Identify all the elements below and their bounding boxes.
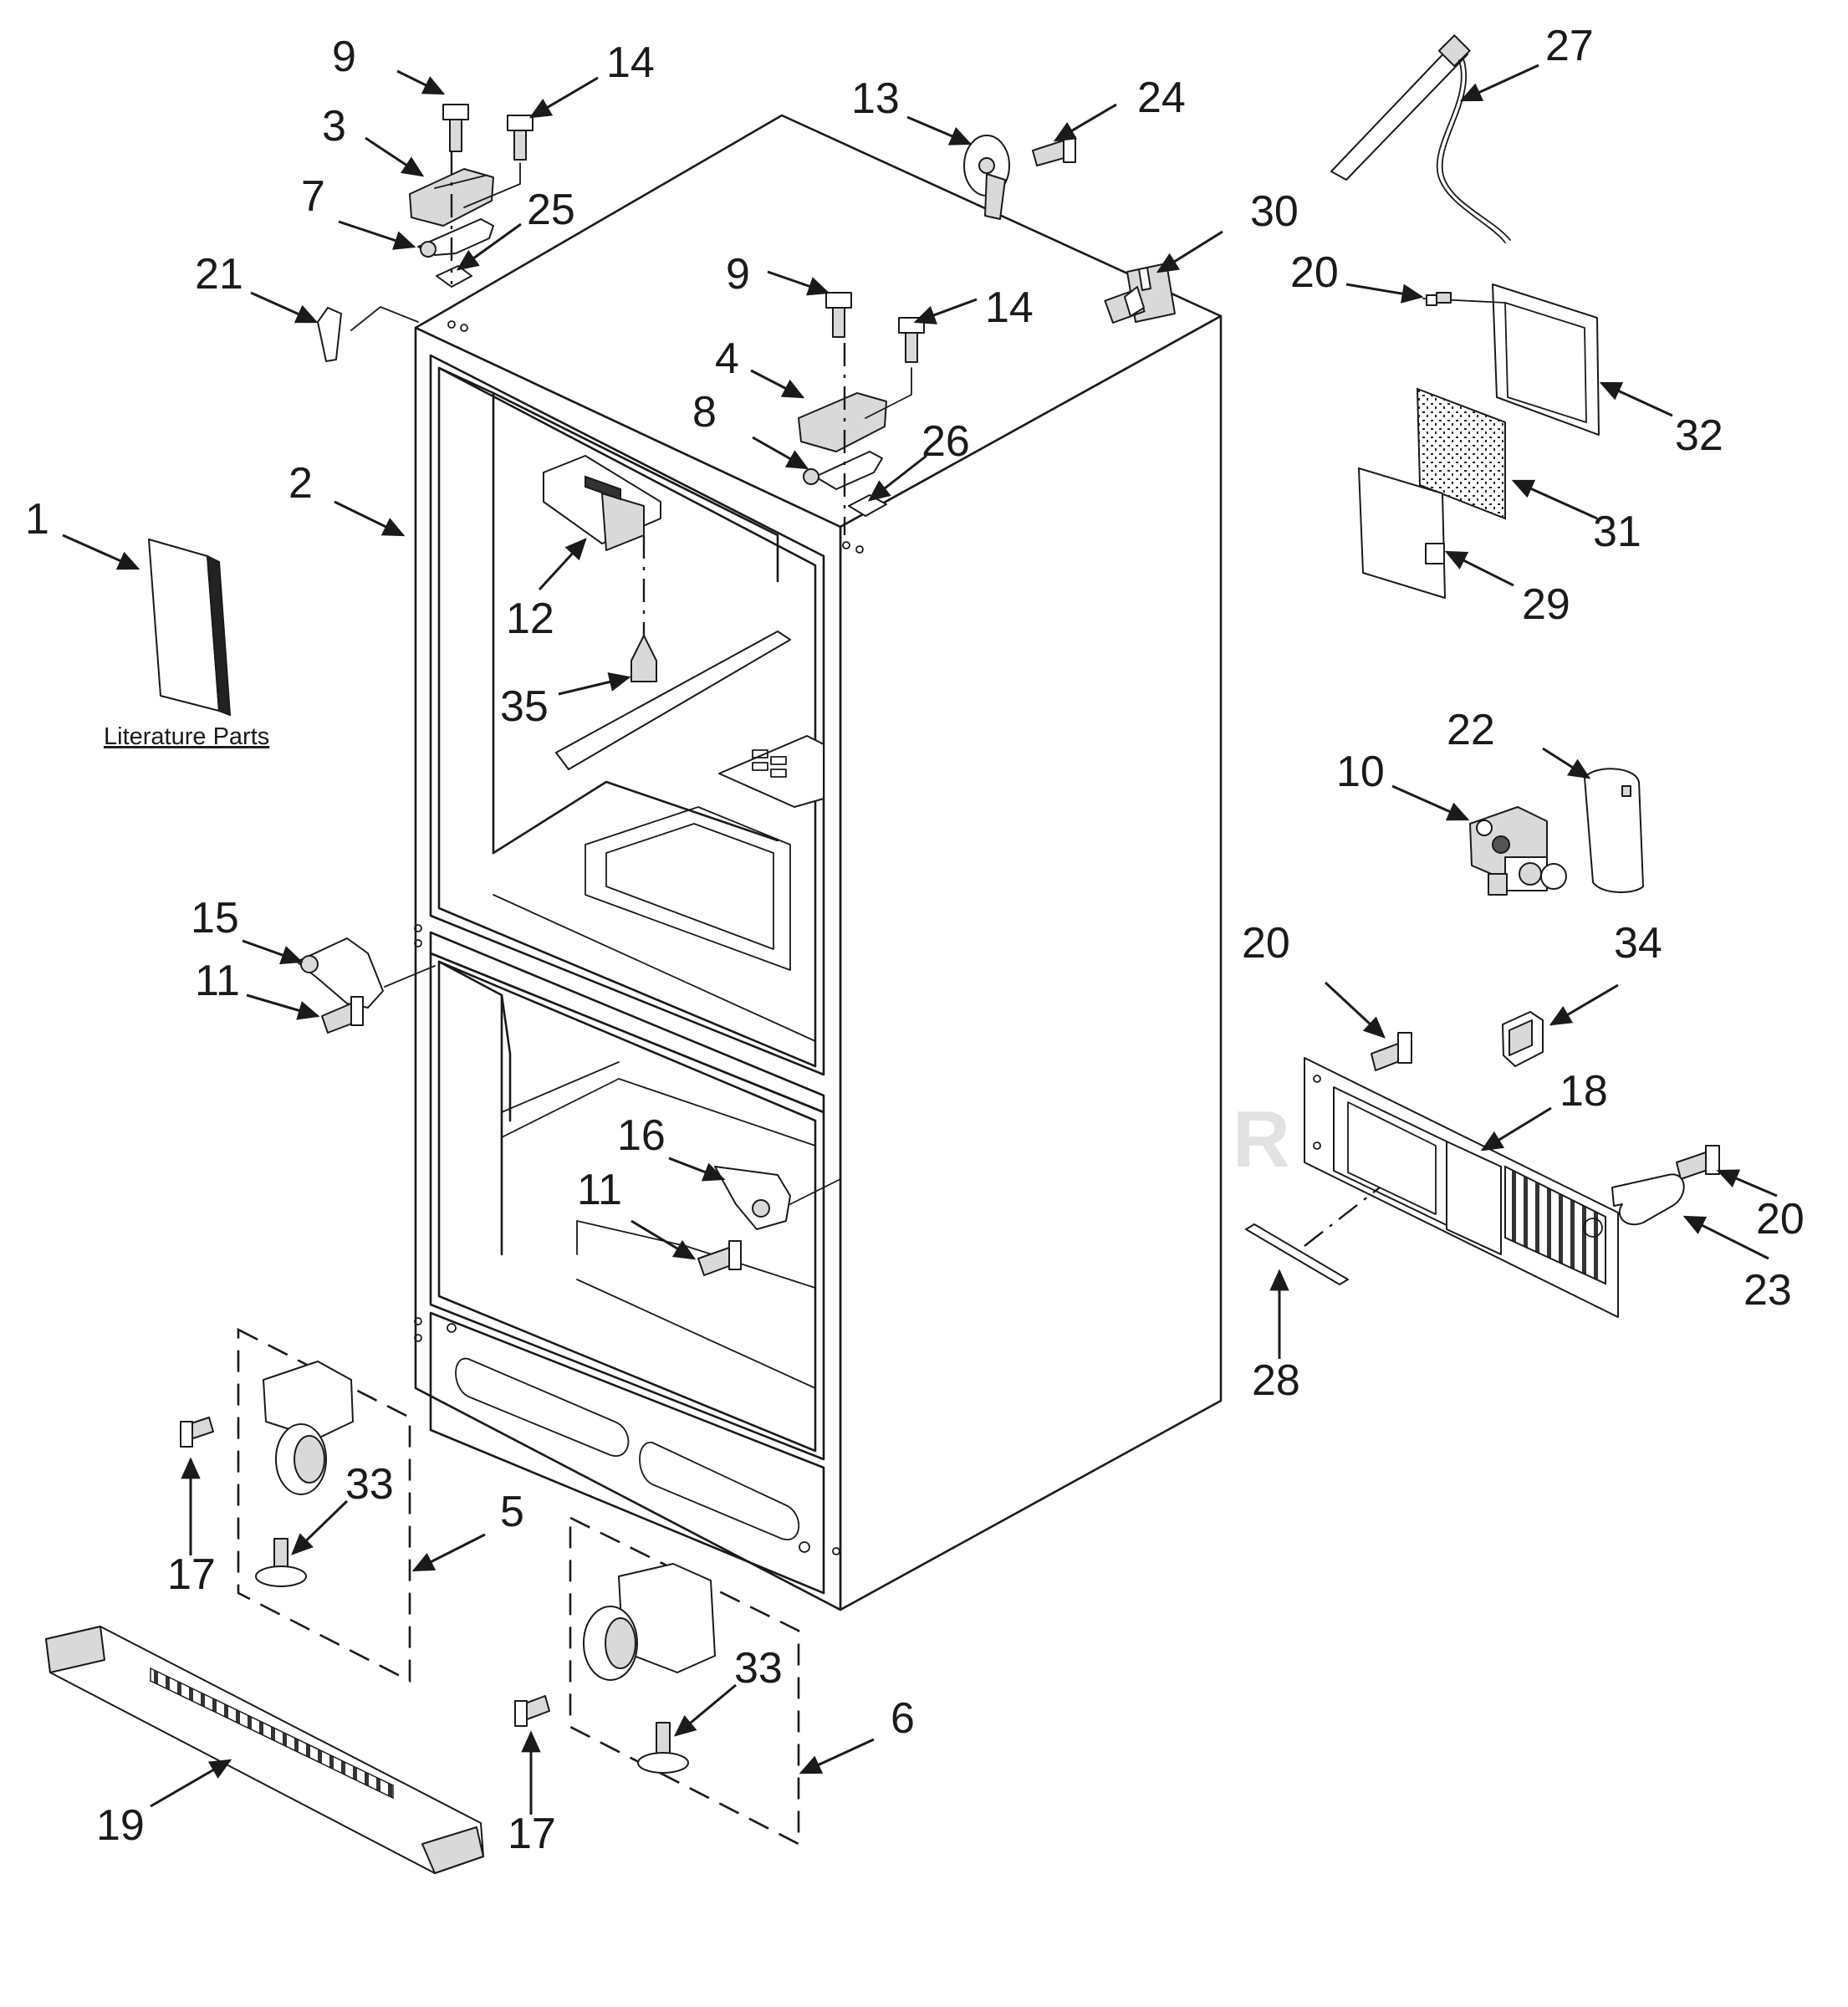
control-box-cover: [1422, 283, 1600, 436]
center-hinge-screw-right: [697, 1240, 742, 1276]
callout-11-center: 11: [577, 1166, 622, 1214]
tubing-clamp: [1611, 1173, 1685, 1226]
access-cover-panel: [1304, 1057, 1619, 1318]
refrigerator-cabinet: [414, 114, 1223, 1611]
screw-20-upper: [1104, 286, 1146, 324]
callout-29: 29: [1522, 580, 1570, 629]
left-top-hinge-assembly: [409, 104, 533, 288]
leader-arrows: [62, 64, 1778, 1815]
bracket-clip: [1502, 1011, 1544, 1067]
mounting-screw: [1032, 136, 1076, 166]
base-grille: [45, 1626, 484, 1874]
callout-28: 28: [1252, 1356, 1300, 1405]
callout-20-upper: 20: [1290, 248, 1339, 297]
callout-15: 15: [191, 894, 239, 942]
callout-11-left: 11: [195, 957, 240, 1005]
callout-12: 12: [506, 595, 554, 643]
callout-24: 24: [1137, 74, 1186, 122]
literature-parts-label: Literature Parts: [104, 723, 269, 750]
water-valve: [1469, 806, 1567, 896]
callout-31: 31: [1593, 508, 1641, 556]
right-top-hinge-assembly: [798, 292, 925, 535]
screw-20-right: [1676, 1145, 1720, 1180]
roller-bracket: [963, 135, 1010, 220]
callout-34: 34: [1614, 919, 1662, 968]
upper-bracket: [543, 455, 661, 551]
callout-9-center: 9: [726, 250, 750, 299]
water-tube: [1330, 34, 1511, 243]
hinge-shim: [317, 306, 419, 362]
callout-23: 23: [1743, 1266, 1792, 1315]
callout-33-left: 33: [345, 1460, 394, 1509]
valve-cover: [1584, 768, 1644, 893]
callout-2: 2: [288, 459, 313, 508]
callout-30: 30: [1250, 187, 1299, 236]
left-roller-screw: [180, 1417, 214, 1448]
callout-20-middle: 20: [1242, 919, 1290, 968]
callout-35: 35: [500, 682, 549, 731]
callout-19: 19: [96, 1801, 145, 1850]
callout-25: 25: [527, 186, 575, 234]
left-roller-assembly: [255, 1361, 354, 1587]
center-hinge-screw-left: [321, 996, 364, 1034]
right-roller-assembly: [583, 1563, 716, 1774]
callout-6: 6: [891, 1694, 915, 1743]
callout-5: 5: [500, 1488, 524, 1536]
callout-14-top-left: 14: [606, 38, 655, 87]
callout-9-top-left: 9: [332, 33, 356, 81]
left-roller-kit-outline: [237, 1327, 411, 1683]
callout-21: 21: [195, 250, 243, 299]
control-board: [1416, 387, 1506, 520]
callout-10: 10: [1336, 748, 1385, 796]
callout-22: 22: [1447, 706, 1495, 754]
right-roller-kit-outline: [569, 1515, 800, 1846]
callout-18: 18: [1560, 1067, 1608, 1116]
callout-13: 13: [851, 74, 900, 123]
bracket-screw: [630, 635, 657, 682]
callout-14-center: 14: [985, 283, 1034, 332]
callout-33-right: 33: [734, 1644, 783, 1693]
center-hinge-left: [296, 937, 436, 1009]
callout-17-left: 17: [167, 1550, 216, 1599]
literature-parts-booklet: [148, 539, 232, 717]
right-roller-screw: [514, 1695, 550, 1727]
callout-16: 16: [617, 1111, 666, 1160]
callout-20-right: 20: [1756, 1195, 1805, 1244]
callout-26: 26: [921, 417, 970, 466]
callout-17-right: 17: [508, 1810, 556, 1858]
callout-1: 1: [25, 495, 49, 544]
callout-7: 7: [301, 172, 325, 221]
seal-strip: [1245, 1223, 1349, 1285]
callout-4: 4: [715, 334, 739, 383]
vent-slots: [752, 749, 787, 778]
center-hinge-right: [714, 1166, 841, 1230]
callout-3: 3: [322, 102, 346, 151]
callout-32: 32: [1675, 411, 1723, 460]
callout-8: 8: [692, 388, 717, 437]
callout-27: 27: [1545, 22, 1594, 70]
callout-labels: 9 14 3 7 25 21 13 24 27 30 20 32 9 14 4 …: [25, 22, 1805, 1858]
screw-20-middle: [1371, 1032, 1412, 1071]
electronic-board-cover: [1358, 467, 1446, 599]
